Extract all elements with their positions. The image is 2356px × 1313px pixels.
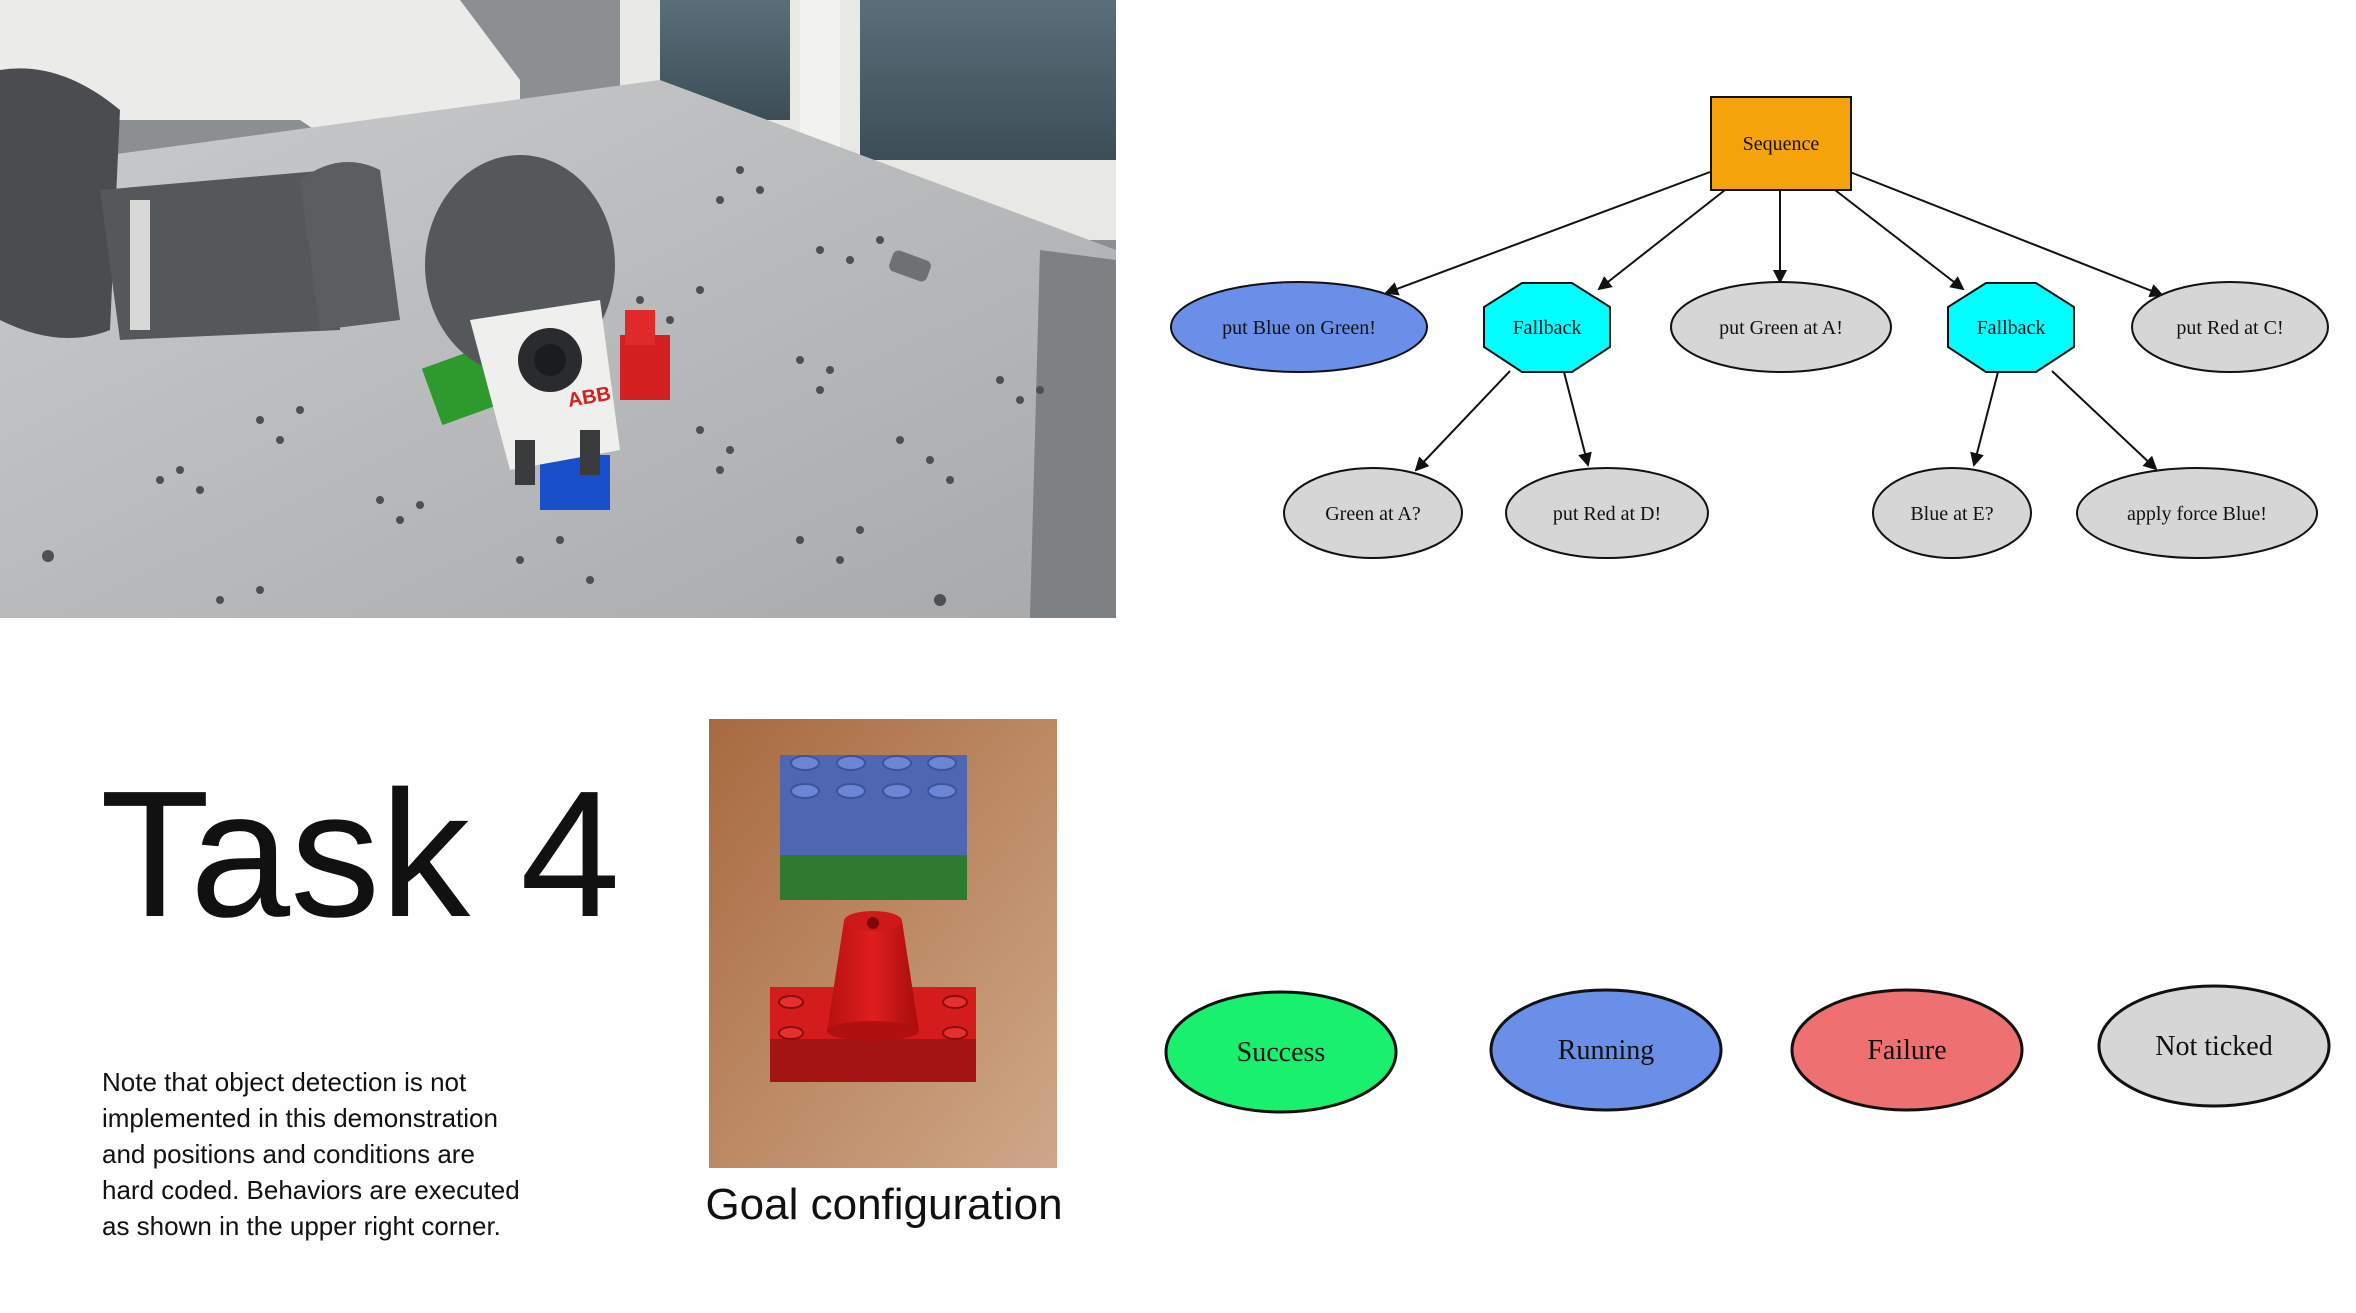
behavior-tree-diagram: Sequence put Blue on Green! Fallback put…	[1170, 96, 2329, 559]
svg-text:Success: Success	[1237, 1037, 1326, 1068]
tree-node-fallback-1: Fallback	[1483, 282, 1611, 373]
legend-not-ticked: Not ticked	[2097, 984, 2331, 1108]
status-legend: Success Running Failure Not ticked	[1164, 984, 2331, 1114]
tree-node-put-red-at-c: put Red at C!	[2131, 281, 2329, 373]
tree-node-fallback-2: Fallback	[1947, 282, 2075, 373]
tree-node-put-red-at-d: put Red at D!	[1505, 467, 1709, 559]
goal-caption: Goal configuration	[705, 1180, 1063, 1229]
svg-text:Failure: Failure	[1867, 1035, 1946, 1066]
svg-text:Green at A?: Green at A?	[1325, 503, 1421, 525]
svg-text:Running: Running	[1558, 1035, 1654, 1066]
goal-configuration-image	[709, 719, 1057, 1168]
legend-failure: Failure	[1790, 988, 2024, 1112]
svg-text:Fallback: Fallback	[1513, 317, 1582, 339]
svg-text:Not ticked: Not ticked	[2155, 1031, 2272, 1062]
svg-text:put Green at A!: put Green at A!	[1719, 317, 1843, 339]
tree-node-apply-force-blue: apply force Blue!	[2076, 467, 2318, 559]
demo-note: Note that object detection is not implem…	[102, 1067, 520, 1241]
tree-node-put-green-at-a: put Green at A!	[1670, 281, 1892, 373]
legend-running: Running	[1489, 988, 1723, 1112]
svg-text:put Blue on Green!: put Blue on Green!	[1222, 317, 1376, 339]
tree-node-green-at-a: Green at A?	[1283, 467, 1463, 559]
tree-edges	[1384, 171, 2164, 472]
svg-text:apply force Blue!: apply force Blue!	[2127, 503, 2267, 525]
legend-success: Success	[1164, 990, 1398, 1114]
svg-text:put Red at D!: put Red at D!	[1553, 503, 1661, 525]
tree-node-put-blue-on-green: put Blue on Green!	[1170, 281, 1428, 373]
task-title: Task 4	[100, 754, 621, 955]
robot-photo: ABB	[0, 0, 1116, 618]
tree-node-sequence: Sequence	[1710, 96, 1852, 191]
svg-text:put Red at C!: put Red at C!	[2176, 317, 2283, 339]
svg-text:Fallback: Fallback	[1977, 317, 2046, 339]
svg-text:Sequence: Sequence	[1743, 133, 1820, 155]
tree-node-blue-at-e: Blue at E?	[1872, 467, 2032, 559]
svg-text:Blue at E?: Blue at E?	[1910, 503, 1993, 525]
